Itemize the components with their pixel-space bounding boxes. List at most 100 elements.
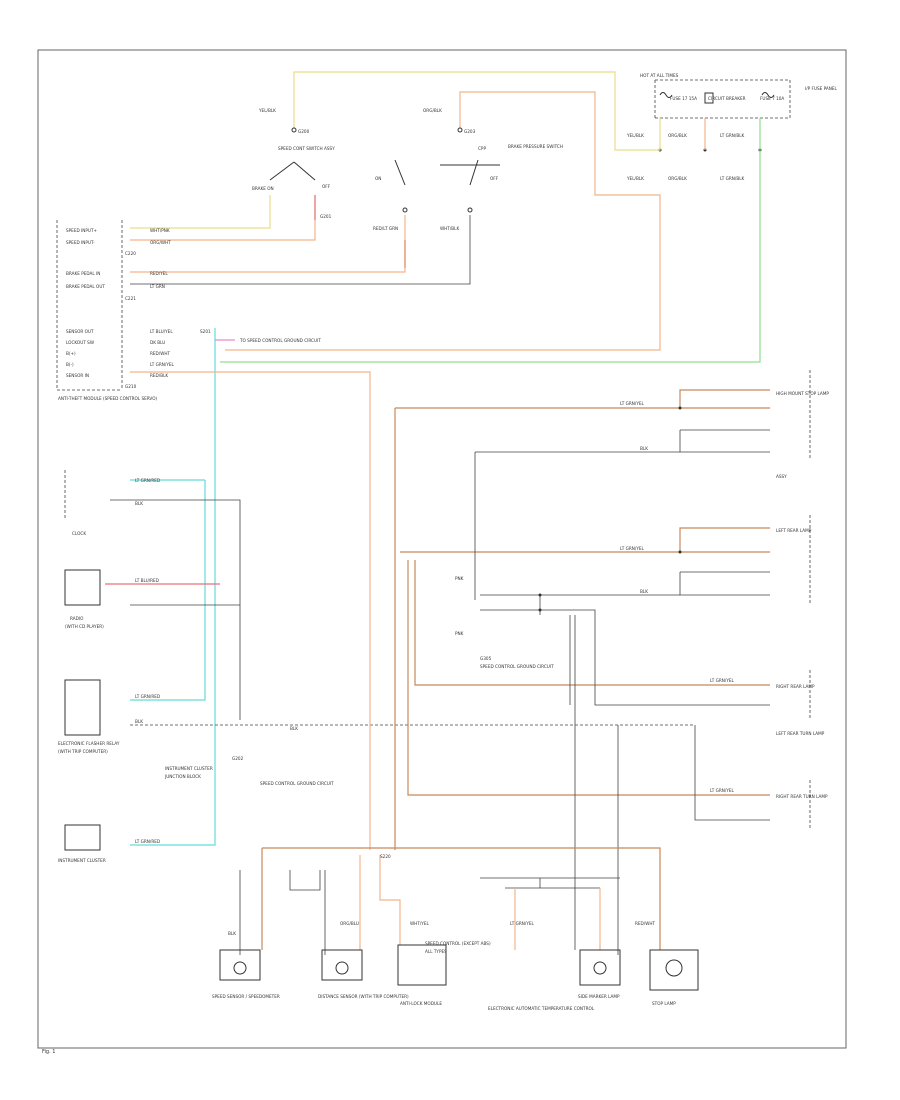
radio-sub: (WITH CD PLAYER) bbox=[65, 624, 104, 629]
switch-off-2-label: OFF bbox=[490, 176, 499, 181]
fuse-a-symbol bbox=[659, 92, 673, 98]
bottom-wire-2: ORG/BLU bbox=[340, 921, 359, 926]
switch-wire-top-1: YEL/BLK bbox=[258, 108, 276, 113]
module-wire-3: LT GRN bbox=[150, 284, 165, 289]
module-wire-1: ORG/WHT bbox=[150, 240, 171, 245]
lamp5-label: RIGHT REAR TURN LAMP bbox=[776, 794, 828, 799]
stop-lamp-icon bbox=[665, 959, 683, 977]
lamp-wire-1: LT GRN/YEL bbox=[620, 401, 645, 406]
lamp1-label: HIGH MOUNT STOP LAMP bbox=[776, 391, 829, 396]
lamp-note: SPEED CONTROL GROUND CIRCUIT bbox=[480, 664, 554, 669]
clock-label: CLOCK bbox=[72, 531, 86, 536]
module-row-5: LOCKOUT SW bbox=[66, 340, 94, 345]
wht-gnd-label: WHT/BLK bbox=[440, 226, 459, 231]
distance-sensor-icon bbox=[335, 961, 349, 975]
lamp-blk-1: BLK bbox=[640, 446, 648, 451]
lamp-gnd: G305 bbox=[480, 656, 492, 661]
module-wire-7: LT GRN/YEL bbox=[150, 362, 175, 367]
fuse-b-label: FUSE 7 10A bbox=[760, 96, 784, 101]
bottom-wire-1: BLK bbox=[228, 931, 236, 936]
instrument-cluster-label: INSTRUMENT CLUSTER bbox=[165, 766, 213, 771]
clock-wire-1: LT GRN/RED bbox=[135, 478, 160, 483]
bottom-top-note: SPEED CONTROL (EXCEPT ABS) bbox=[425, 941, 491, 946]
page-border bbox=[37, 49, 847, 1049]
lamp4-label: LEFT REAR TURN LAMP bbox=[776, 731, 825, 736]
module-row-3: BRAKE PEDAL OUT bbox=[66, 284, 105, 289]
fuse-wire-1: YEL/BLK bbox=[626, 133, 644, 138]
instrument-wire: LT GRN/RED bbox=[135, 839, 160, 844]
bottom-box-1 bbox=[219, 949, 261, 981]
bottom-comp-3: ANTI-LOCK MODULE bbox=[400, 1001, 442, 1006]
bottom-splice: S220 bbox=[380, 854, 391, 859]
gnd-3-label: G201 bbox=[320, 214, 332, 219]
instrument-box bbox=[64, 824, 101, 851]
fuse-wire-6: LT GRN/BLK bbox=[720, 176, 745, 181]
fuse-wire-3: LT GRN/BLK bbox=[720, 133, 745, 138]
module-rows: SPEED INPUT+ SPEED INPUT- BRAKE PEDAL IN… bbox=[66, 228, 105, 378]
lamp-wire-2: LT GRN/YEL bbox=[620, 546, 645, 551]
left-components: CLOCK LT GRN/RED BLK RADIO (WITH CD PLAY… bbox=[58, 470, 334, 863]
lamp-blk-2: BLK bbox=[640, 589, 648, 594]
fuse-note: CIRCUIT BREAKER bbox=[708, 96, 746, 101]
bottom-box-5 bbox=[579, 949, 621, 986]
module-note: TO SPEED CONTROL GROUND CIRCUIT bbox=[239, 338, 321, 343]
bottom-wire-3: WHT/YEL bbox=[410, 921, 429, 926]
switch-on-label: ON bbox=[375, 176, 381, 181]
bottom-wire-5: RED/WHT bbox=[635, 921, 655, 926]
cpp-label: CPP bbox=[478, 146, 486, 151]
module-row-7: B(-) bbox=[66, 362, 74, 367]
lamp-pnk-2: PNK bbox=[455, 631, 464, 636]
lamp2-label: LEFT REAR LAMP bbox=[776, 528, 812, 533]
right-lamps: HIGH MOUNT STOP LAMP ASSY LEFT REAR LAMP… bbox=[455, 370, 829, 830]
switch-gnd-2: G203 bbox=[464, 129, 476, 134]
electronic-wire-1: LT GRN/RED bbox=[135, 694, 160, 699]
switch-area: YEL/BLK ORG/BLK G200 G203 SPEED CONT SWI… bbox=[252, 108, 563, 231]
module-row-6: B(+) bbox=[66, 351, 76, 356]
bottom-box-6 bbox=[649, 949, 699, 991]
left-gnd-note: SPEED CONTROL GROUND CIRCUIT bbox=[260, 781, 334, 786]
side-marker-icon bbox=[593, 961, 607, 975]
fuse-wire-5: ORG/BLK bbox=[668, 176, 687, 181]
fuse-wire-2: ORG/BLK bbox=[668, 133, 687, 138]
module-wire-8: RED/BLK bbox=[150, 373, 168, 378]
module-wire-6: RED/WHT bbox=[150, 351, 170, 356]
bottom-components: SPEED CONTROL (EXCEPT ABS) ALL TYPES S22… bbox=[212, 854, 699, 1011]
left-ground-label: G202 bbox=[232, 756, 244, 761]
page-footer: Fig. 1 bbox=[42, 1049, 55, 1055]
module-splice: S201 bbox=[200, 329, 211, 334]
radio-wire: LT BLU/RED bbox=[135, 578, 159, 583]
module-row-1: SPEED INPUT- bbox=[66, 240, 95, 245]
module-wire-4: LT BLU/YEL bbox=[150, 329, 173, 334]
instrument-label: INSTRUMENT CLUSTER bbox=[58, 858, 106, 863]
junction-label: JUNCTION BLOCK bbox=[164, 774, 201, 779]
lamp3-label: RIGHT REAR LAMP bbox=[776, 684, 815, 689]
speed-switch-symbol bbox=[269, 161, 316, 181]
bottom-wire-4: LT GRN/YEL bbox=[510, 921, 535, 926]
module-row-4: SENSOR OUT bbox=[66, 329, 94, 334]
brake-switch-symbol bbox=[394, 159, 500, 186]
radio-box bbox=[64, 569, 101, 606]
electronic-wire-2: BLK bbox=[135, 719, 143, 724]
electronic-box bbox=[64, 679, 101, 736]
switch-wire-top-2: ORG/BLK bbox=[423, 108, 442, 113]
bottom-comp-2: DISTANCE SENSOR (WITH TRIP COMPUTER) bbox=[318, 994, 409, 999]
fuse-panel-side-label: I/P FUSE PANEL bbox=[805, 86, 838, 91]
left-gnd-blk: BLK bbox=[290, 726, 298, 731]
bottom-comp-6: STOP LAMP bbox=[652, 1001, 676, 1006]
bottom-comp-1: SPEED SENSOR / SPEEDOMETER bbox=[212, 994, 280, 999]
speed-cont-switch-label: SPEED CONT SWITCH ASSY bbox=[278, 146, 335, 151]
module-row-wires: WHT/PNK ORG/WHT RED/YEL LT GRN LT BLU/YE… bbox=[150, 228, 175, 378]
fuse-wire-4: YEL/BLK bbox=[626, 176, 644, 181]
lamp-wire-3: LT GRN/YEL bbox=[710, 678, 735, 683]
module-row-2: BRAKE PEDAL IN bbox=[66, 271, 100, 276]
fuse-b-symbol bbox=[761, 92, 775, 98]
lamp1-assy: ASSY bbox=[776, 474, 787, 479]
lamp-wire-4: LT GRN/YEL bbox=[710, 788, 735, 793]
bottom-comp-5: SIDE MARKER LAMP bbox=[578, 994, 620, 999]
bottom-box-3 bbox=[397, 944, 447, 986]
bottom-box-2 bbox=[321, 949, 363, 981]
switch-off-label: OFF bbox=[322, 184, 331, 189]
circuit-breaker-symbol bbox=[704, 92, 714, 104]
brake-pressure-label: BRAKE PRESSURE SWITCH bbox=[508, 144, 563, 149]
clock-wire-2: BLK bbox=[135, 501, 143, 506]
